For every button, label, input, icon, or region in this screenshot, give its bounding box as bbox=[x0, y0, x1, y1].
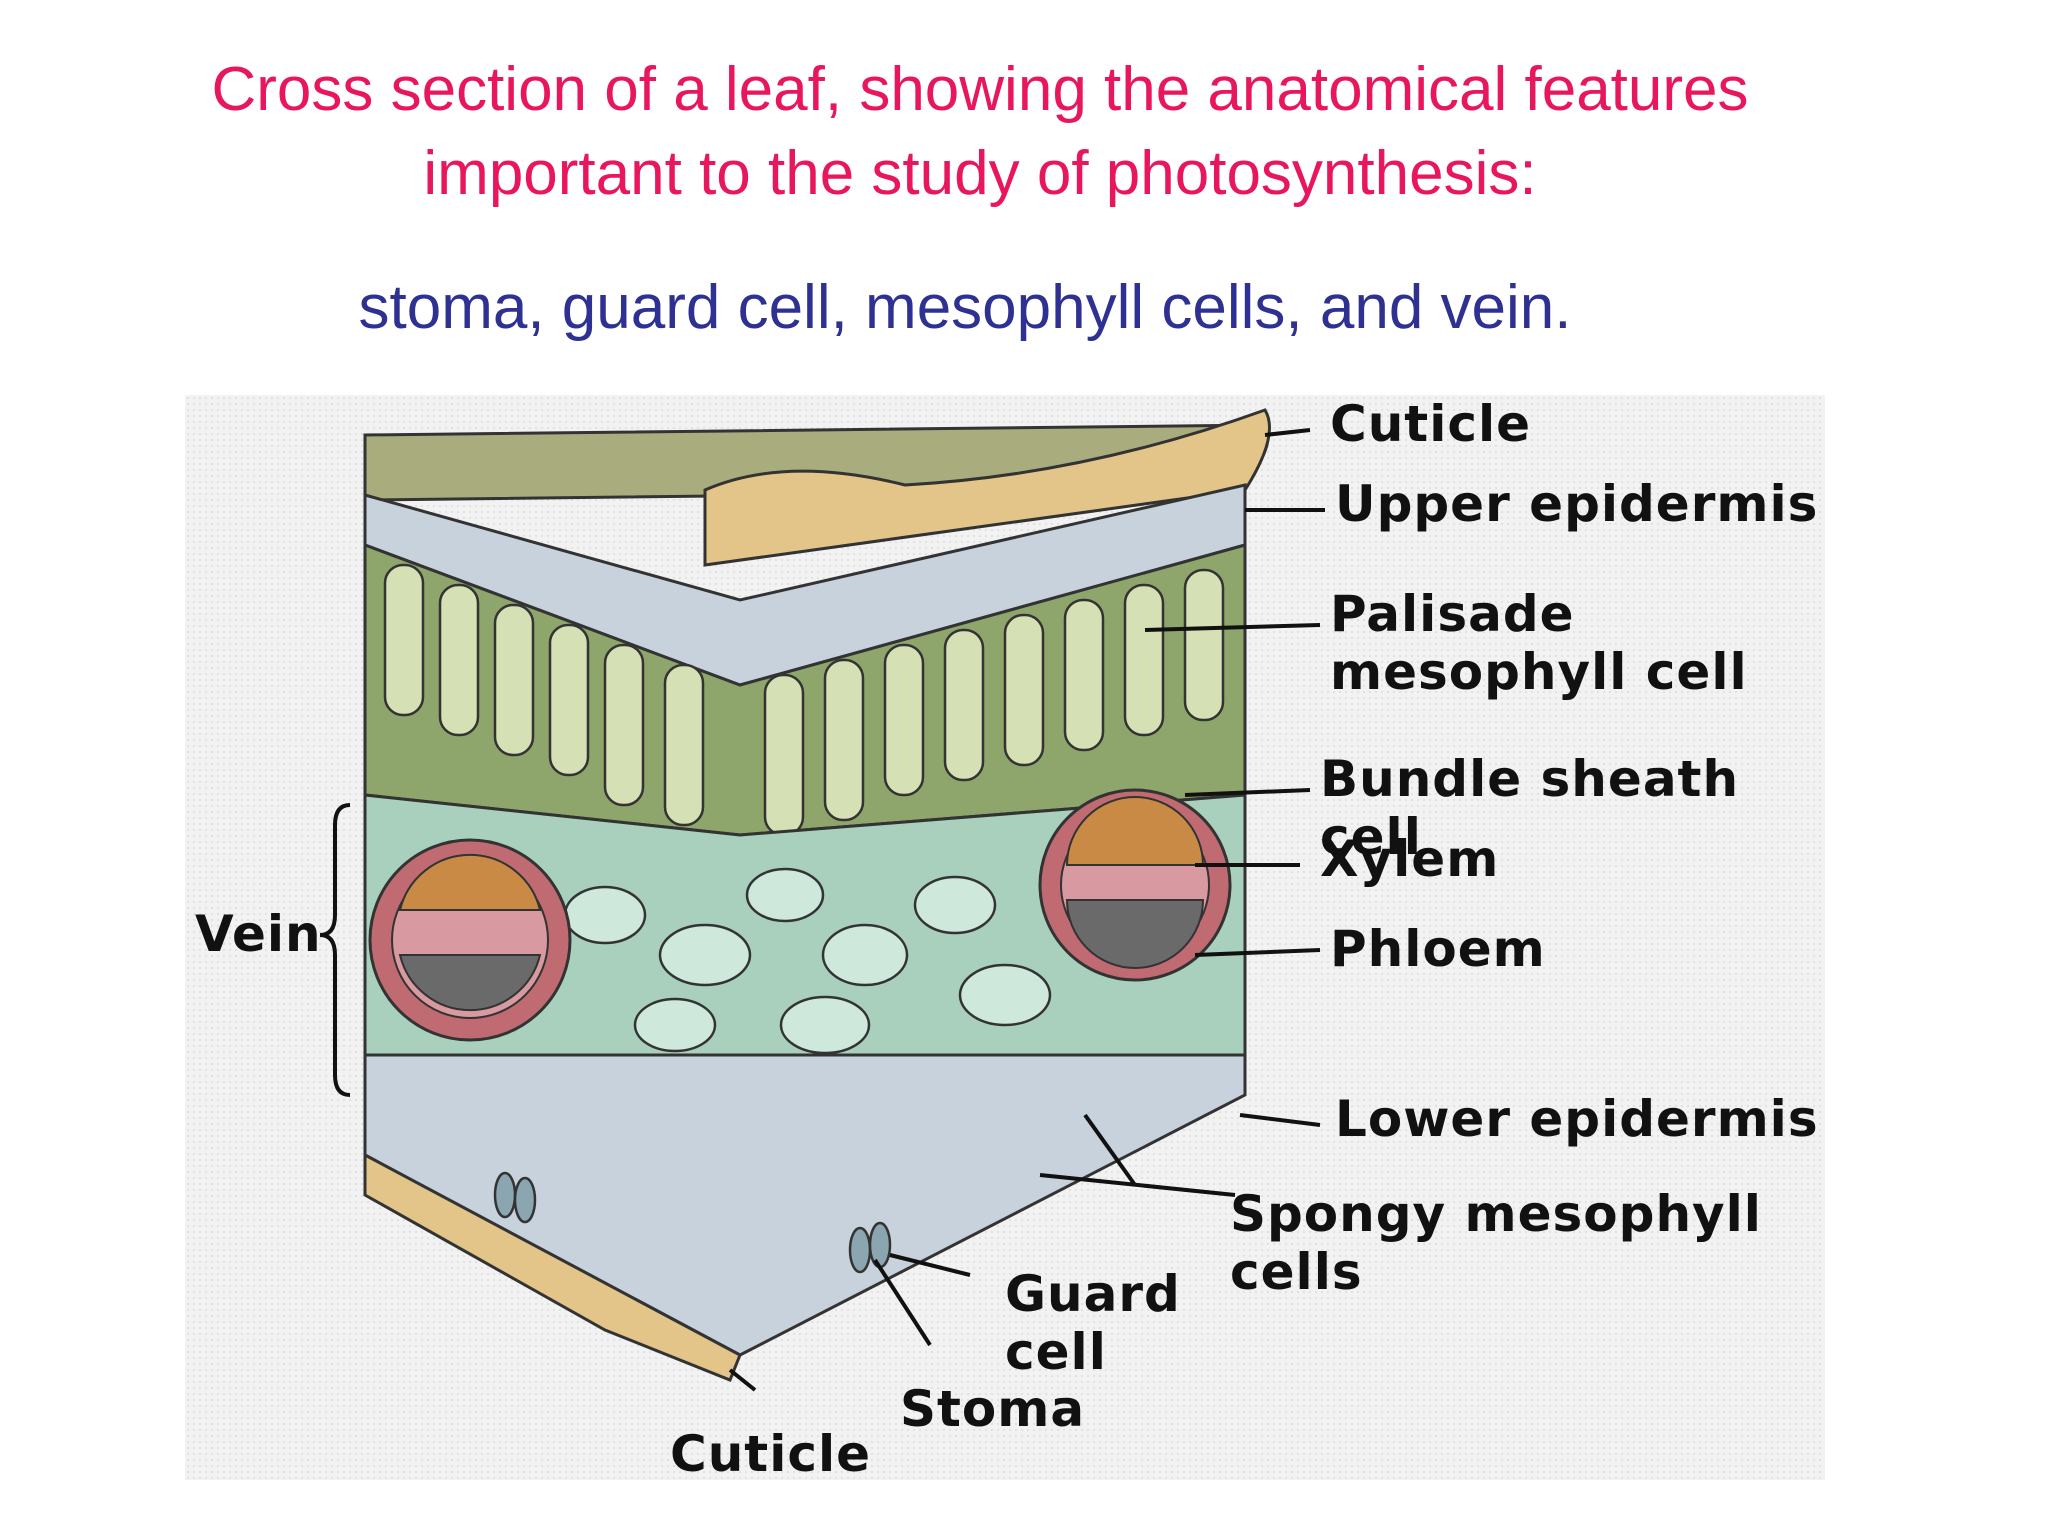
stomata bbox=[493, 1171, 892, 1274]
label-xylem: Xylem bbox=[1320, 830, 1500, 888]
label-vein: Vein bbox=[195, 905, 322, 963]
lower-cuticle bbox=[363, 1152, 742, 1382]
title-line-1: Cross section of a leaf, showing the ana… bbox=[211, 55, 1749, 124]
leaf-cross-section-diagram bbox=[185, 395, 1825, 1480]
label-stoma: Stoma bbox=[900, 1380, 1086, 1438]
label-lower-epidermis: Lower epidermis bbox=[1335, 1090, 1819, 1148]
spongy-cells bbox=[563, 867, 1052, 1055]
subtitle: stoma, guard cell, mesophyll cells, and … bbox=[358, 273, 1572, 342]
lower-epidermis-layer bbox=[363, 1053, 1247, 1357]
label-spongy-mesophyll-cells: Spongy mesophyll cells bbox=[1230, 1185, 1762, 1301]
label-phloem: Phloem bbox=[1330, 920, 1546, 978]
label-upper-epidermis: Upper epidermis bbox=[1335, 475, 1819, 533]
label-palisade-mesophyll-cell: Palisade mesophyll cell bbox=[1330, 585, 1748, 701]
label-guard-cell: Guard cell bbox=[1005, 1265, 1181, 1381]
label-bundle-sheath-cell: Bundle sheath cell bbox=[1320, 750, 1740, 866]
label-cuticle-bottom: Cuticle bbox=[670, 1425, 872, 1483]
title: Cross section of a leaf, showing the ana… bbox=[0, 48, 1960, 216]
palisade-cells bbox=[383, 563, 1225, 837]
vein-right bbox=[1038, 788, 1232, 982]
title-line-2: important to the study of photosynthesis… bbox=[423, 139, 1537, 208]
leaf-cross-section-figure: Cuticle Upper epidermis Palisade mesophy… bbox=[185, 395, 1825, 1483]
leader-lines bbox=[319, 428, 1325, 1392]
vein-left bbox=[368, 838, 572, 1042]
label-cuticle-top: Cuticle bbox=[1330, 395, 1532, 453]
